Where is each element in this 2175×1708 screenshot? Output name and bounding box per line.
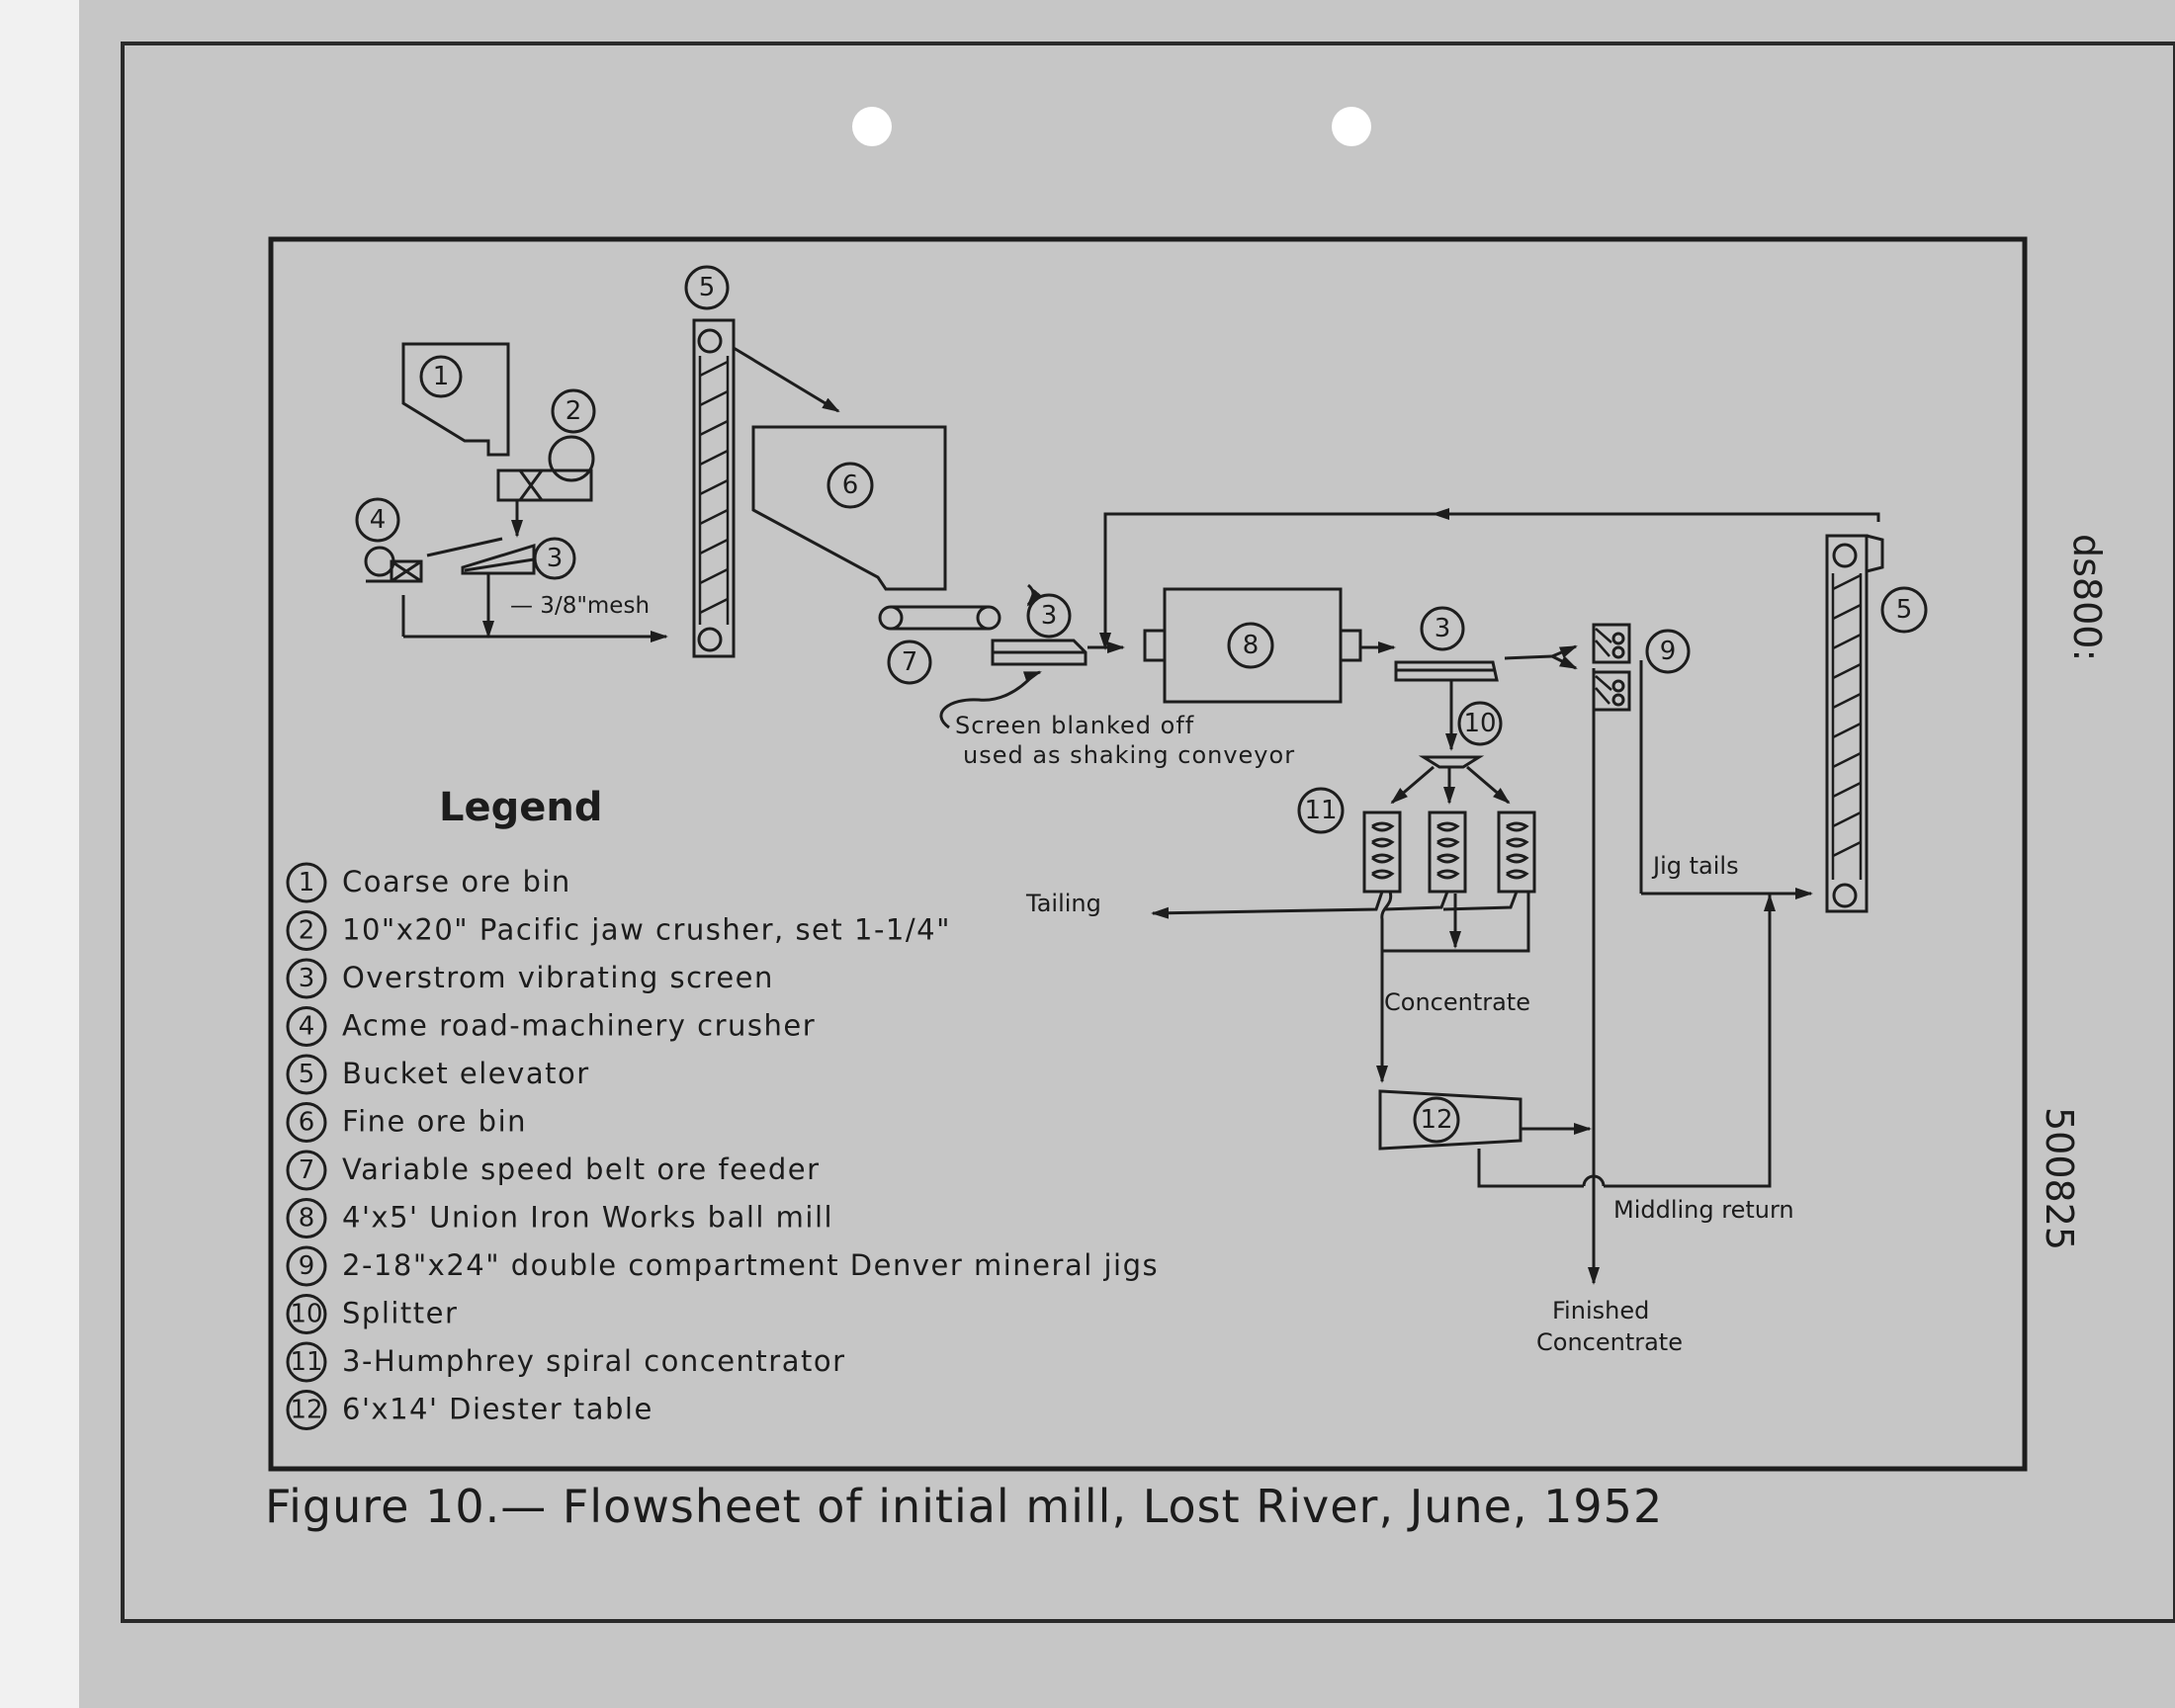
legend-item: 5 Bucket elevator [286,1054,590,1095]
humphrey-spirals: 11 [1151,787,1536,1083]
legend-text: 4'x5' Union Iron Works ball mill [342,1201,833,1235]
legend-number-circle [286,1390,327,1430]
legend-item: 7 Variable speed belt ore feeder [286,1150,821,1191]
legend-number: 9 [299,1251,315,1281]
legend-item: 4 Acme road-machinery crusher [286,1006,816,1047]
legend-item: 9 2-18"x24" double compartment Denver min… [286,1245,1159,1287]
legend-number-circle [286,1245,327,1287]
screen-note-line1: Screen blanked off [955,712,1194,739]
legend-text: Bucket elevator [342,1057,590,1090]
legend-number: 8 [299,1204,315,1234]
splitter-number: 10 [1463,709,1496,738]
diester-table-number: 12 [1420,1105,1452,1135]
screen-c-number: 3 [1435,614,1451,643]
ball-mill: 8 [1143,587,1396,704]
spirals-number: 11 [1304,796,1337,825]
elevator-b-number: 5 [1896,595,1913,625]
vibrating-screen-c: 3 [1394,606,1578,749]
legend-number: 11 [290,1347,322,1377]
jaw-crusher: 2 [496,388,596,538]
elevator-a-number: 5 [699,273,716,302]
punch-hole-right [1332,107,1371,146]
mesh-label: — 3/8"mesh [510,593,650,619]
legend-number-circle [286,1102,327,1143]
legend-number: 5 [299,1060,315,1089]
legend-item: 8 4'x5' Union Iron Works ball mill [286,1198,833,1238]
legend-text: Fine ore bin [342,1105,527,1139]
screen-b-number: 3 [1041,601,1058,631]
concentrate-label: Concentrate [1384,988,1530,1016]
vibrating-screen-a: 3 [426,537,576,580]
diester-table: 12 [1378,894,1776,1188]
legend-item: 2 10"x20" Pacific jaw crusher, set 1-1/4" [286,910,951,951]
legend-text: 6'x14' Diester table [342,1393,653,1426]
ball-mill-number: 8 [1243,631,1260,660]
stamp-top: ds800: [2065,534,2109,661]
finished-label-line1: Finished [1552,1297,1649,1324]
screen-note-line2: used as shaking conveyor [963,741,1295,769]
belt-feeder-number: 7 [902,647,918,677]
legend-number-circle [286,862,327,903]
legend-item: 11 3-Humphrey spiral concentrator [286,1341,846,1383]
legend-item: 6 Fine ore bin [286,1102,527,1143]
legend-text: Coarse ore bin [342,865,571,898]
legend-title: Legend [439,785,603,830]
bucket-elevator-b: 5 [1825,534,1928,913]
road-crusher-number: 4 [370,505,387,535]
legend-text: Splitter [342,1297,458,1330]
legend-number: 2 [299,916,315,946]
legend-item: 12 6'x14' Diester table [286,1390,653,1430]
legend-item: 3 Overstrom vibrating screen [286,958,774,999]
legend-number: 4 [299,1012,315,1042]
legend-number: 12 [290,1396,322,1425]
legend-number-circle [286,1341,327,1383]
splitter: 10 [1390,701,1511,805]
finished-label-line2: Concentrate [1536,1328,1683,1356]
legend-text: 3-Humphrey spiral concentrator [342,1344,846,1378]
fine-bin-number: 6 [842,470,859,500]
coarse-ore-bin: 1 [401,342,510,457]
denver-mineral-jigs: 9 [1592,623,1813,899]
screen-a-number: 3 [547,544,564,573]
legend-text: Overstrom vibrating screen [342,961,774,994]
fine-ore-bin: 6 [751,425,947,591]
outer-frame [121,42,2175,1623]
bucket-elevator-a: 5 [684,265,840,658]
tailing-label: Tailing [1025,890,1101,917]
legend-item: 1 Coarse ore bin [286,862,571,903]
legend-number-circle [286,1054,327,1095]
legend-number-circle [286,1198,327,1238]
legend-text: Variable speed belt ore feeder [342,1153,821,1186]
legend-text: 2-18"x24" double compartment Denver mine… [342,1248,1159,1282]
legend-item: 10 Splitter [286,1294,458,1334]
middling-return-label: Middling return [1613,1196,1794,1224]
jaw-crusher-number: 2 [566,396,582,426]
legend-number: 6 [299,1108,315,1138]
diagram-frame [268,236,2028,1472]
legend-number-circle [286,910,327,951]
legend-number: 3 [299,964,315,993]
legend-number: 7 [299,1155,315,1185]
legend-text: 10"x20" Pacific jaw crusher, set 1-1/4" [342,913,951,947]
legend-text: Acme road-machinery crusher [342,1009,816,1043]
legend-number-circle [286,958,327,999]
legend: Legend 1 Coarse ore bin 2 10"x20" Pacific j… [286,785,1159,1430]
belt-ore-feeder: 7 [878,583,1043,685]
punch-hole-left [852,107,892,146]
road-machinery-crusher: 4 [355,497,423,583]
jig-tails-label: Jig tails [1651,852,1739,880]
figure-caption: Figure 10.— Flowsheet of initial mill, L… [265,1480,1663,1533]
legend-number: 1 [299,868,315,897]
legend-number-circle [286,1006,327,1047]
legend-number: 10 [290,1300,322,1329]
jigs-number: 9 [1660,637,1677,666]
coarse-bin-number: 1 [433,362,450,391]
vibrating-screen-b: 3 [939,593,1125,729]
stamp-bottom: 500825 [2038,1107,2081,1250]
legend-number-circle [286,1150,327,1191]
legend-number-circle [286,1294,327,1334]
